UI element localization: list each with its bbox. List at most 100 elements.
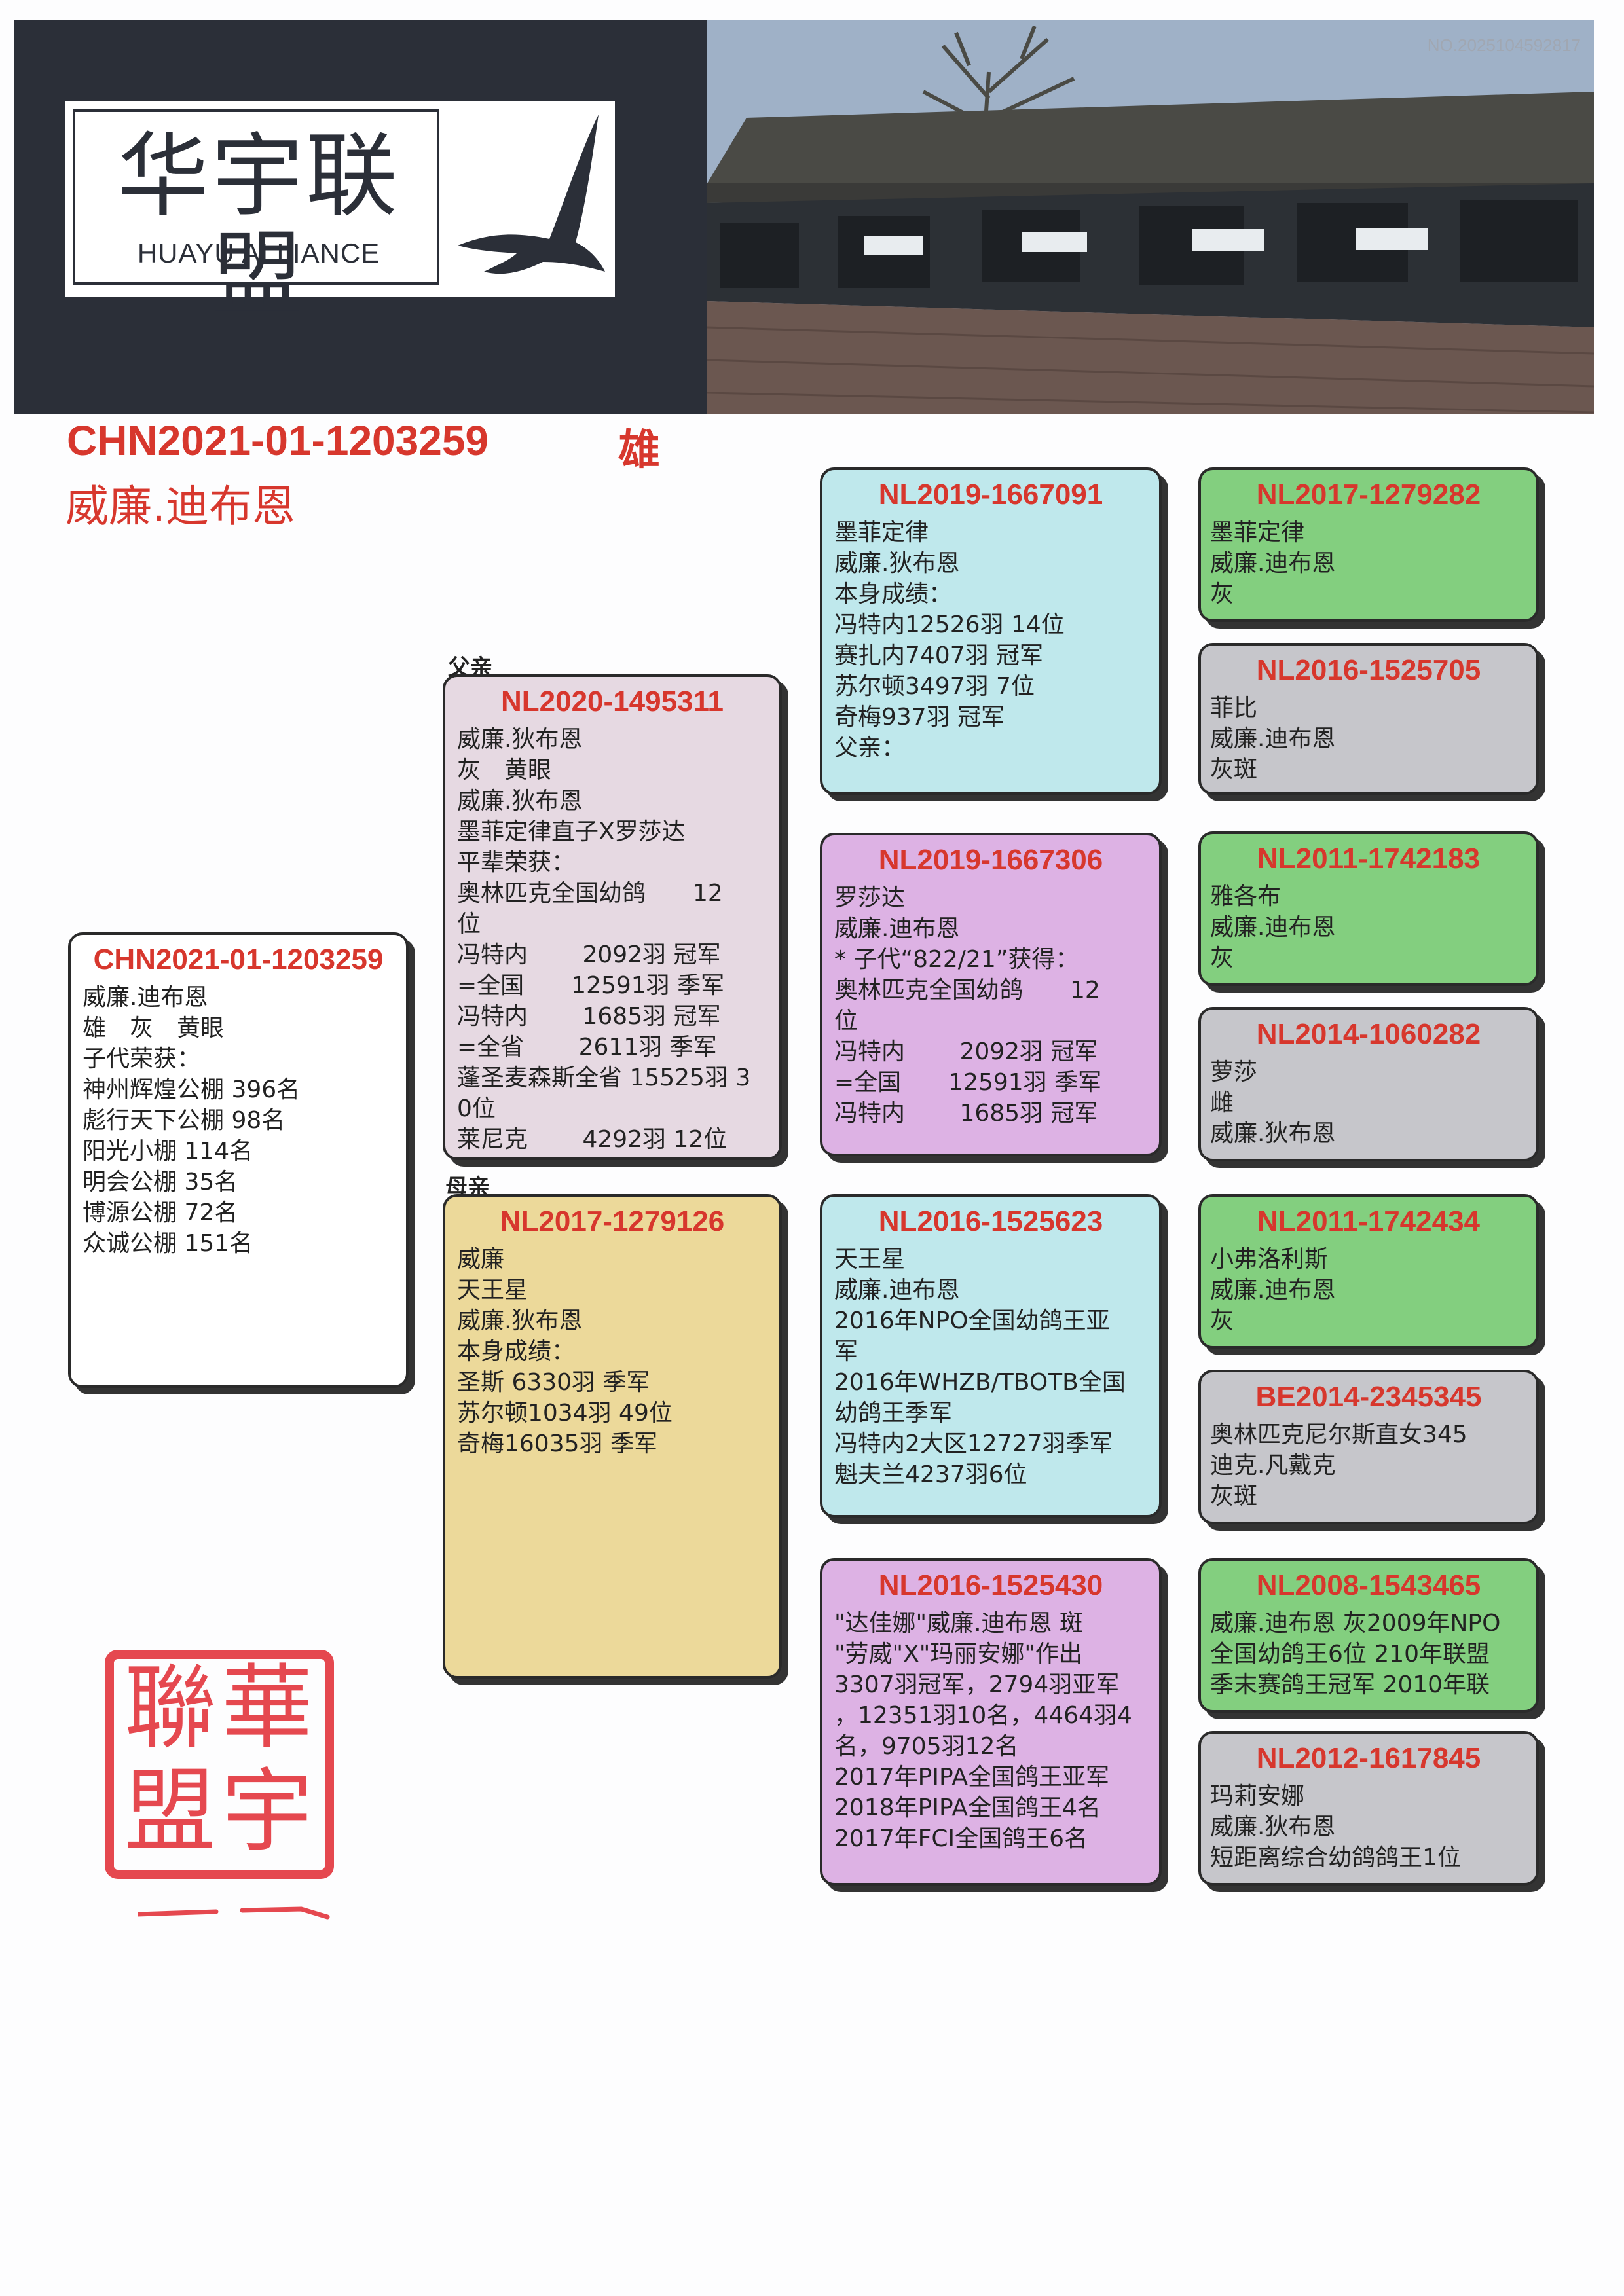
card-line: 圣斯 6330羽 季军: [457, 1369, 650, 1396]
card-details: 菲比威廉.迪布恩灰斑: [1201, 687, 1536, 785]
signature-mark: [138, 1906, 330, 1920]
card-sire[interactable]: NL2020-1495311 威廉.狄布恩灰 黄眼威廉.狄布恩墨菲定律直子X罗莎…: [443, 674, 782, 1160]
card-line: 威廉.迪布恩: [83, 984, 208, 1011]
loft-photo: [707, 20, 1594, 414]
subject-name: 威廉.迪布恩: [65, 481, 295, 532]
card-ring-number: NL2016-1525430: [878, 1569, 1103, 1601]
card-line: 威廉.迪布恩: [1210, 1277, 1336, 1303]
card-sire-dam[interactable]: NL2019-1667306 罗莎达威廉.迪布恩* 子代“822/21”获得：奥…: [820, 833, 1162, 1156]
card-line: 2016年WHZB/TBOTB全国: [834, 1369, 1126, 1396]
card-details: 威廉.迪布恩雄 灰 黄眼子代荣获：神州辉煌公棚 396名彪行天下公棚 98名阳光…: [71, 977, 406, 1259]
card-line: 苏尔顿1034羽 49位: [457, 1400, 673, 1427]
card-line: 短距离综合幼鸽鸽王1位: [1210, 1844, 1461, 1871]
card-ring-number: NL2011-1742183: [1257, 843, 1481, 875]
document-number: NO.2025104592817: [1427, 35, 1581, 55]
card-line: 菲比: [1210, 695, 1258, 721]
card-sdd[interactable]: NL2014-1060282 萝莎雌威廉.狄布恩: [1198, 1007, 1539, 1161]
card-line: 灰: [1210, 945, 1234, 972]
card-line: 奥林匹克全国幼鸽 12: [834, 977, 1100, 1004]
card-line: 天王星: [834, 1246, 906, 1273]
card-ring-number: NL2019-1667306: [878, 844, 1103, 876]
card-details: 天王星威廉.迪布恩 2016年NPO全国幼鸽王亚军 2016年WHZB/TBOTB全…: [822, 1239, 1159, 1490]
card-line: 子代荣获：: [83, 1046, 201, 1072]
card-line: 苏尔顿3497羽 7位: [834, 673, 1035, 700]
card-ssd[interactable]: NL2016-1525705 菲比威廉.迪布恩灰斑: [1198, 643, 1539, 795]
logo: 华宇联盟 HUAYU ALLIANCE: [63, 100, 617, 324]
red-seal-stamp: 華 宇 聯 盟: [105, 1650, 341, 1886]
card-dam-sire[interactable]: NL2016-1525623 天王星威廉.迪布恩 2016年NPO全国幼鸽王亚军 2…: [820, 1194, 1162, 1518]
card-dam-dam[interactable]: NL2016-1525430 "达佳娜"威廉.迪布恩 斑"劳威"X"玛丽安娜"作…: [820, 1558, 1162, 1886]
card-line: 威廉: [457, 1246, 505, 1273]
card-details: 墨菲定律威廉.迪布恩灰: [1201, 512, 1536, 610]
card-line: 神州辉煌公棚 396名: [83, 1076, 301, 1103]
card-sss[interactable]: NL2017-1279282 墨菲定律威廉.迪布恩灰: [1198, 467, 1539, 622]
card-ddd[interactable]: NL2012-1617845 玛莉安娜威廉.狄布恩短距离综合幼鸽鸽王1位: [1198, 1731, 1539, 1886]
subject-sex: 雄: [618, 426, 660, 475]
card-line: 威廉.迪布恩 灰2009年NPO: [1210, 1610, 1501, 1637]
card-line: 2018年PIPA全国鸽王4名: [834, 1795, 1101, 1821]
subject-ring-number: CHN2021-01-1203259: [67, 417, 489, 464]
card-dss[interactable]: NL2011-1742434 小弗洛利斯威廉.迪布恩灰: [1198, 1194, 1539, 1349]
card-line: 莱尼克 4292羽 12位: [457, 1126, 728, 1153]
card-line: 墨菲定律: [1210, 519, 1305, 546]
card-details: 墨菲定律威廉.狄布恩本身成绩：冯特内12526羽 14位赛扎内7407羽 冠军苏…: [822, 512, 1159, 763]
card-line: 迪克.凡戴克: [1210, 1452, 1336, 1479]
card-line: 平辈荣获：: [457, 849, 576, 876]
card-line: 明会公棚 35名: [83, 1169, 238, 1195]
card-line: 威廉.狄布恩: [1210, 1120, 1336, 1147]
seal-char: 盟: [124, 1758, 217, 1865]
card-line: 彪行天下公棚 98名: [83, 1107, 286, 1134]
card-line: 灰斑: [1210, 756, 1258, 783]
card-line: 幼鸽王季军: [834, 1400, 953, 1427]
card-line: 威廉.迪布恩: [834, 1277, 960, 1303]
card-line: 本身成绩：: [834, 581, 953, 608]
card-dam[interactable]: NL2017-1279126 威廉天王星威廉.狄布恩本身成绩：圣斯 6330羽 …: [443, 1194, 782, 1679]
card-line: 名，9705羽12名: [834, 1733, 1019, 1760]
card-line: 天王星: [457, 1277, 528, 1303]
card-line: 威廉.狄布恩: [457, 788, 583, 814]
card-ring-number: NL2017-1279282: [1256, 479, 1481, 511]
card-line: 威廉.迪布恩: [834, 915, 960, 942]
card-line: 蓬圣麦森斯全省 15525羽 3: [457, 1065, 751, 1091]
logo-frame: 华宇联盟 HUAYU ALLIANCE: [73, 109, 439, 324]
card-line: 0位: [457, 1095, 496, 1122]
card-line: 冯特内 2092羽 冠军: [834, 1038, 1098, 1065]
card-line: =全国 12591羽 季军: [457, 972, 725, 999]
bird-icon: [458, 115, 605, 274]
card-details: 雅各布威廉.迪布恩灰: [1201, 876, 1536, 974]
card-line: 2016年NPO全国幼鸽王亚: [834, 1307, 1110, 1334]
card-ring-number: NL2016-1525705: [1256, 654, 1481, 686]
card-line: "劳威"X"玛丽安娜"作出: [834, 1641, 1082, 1667]
card-line: 阳光小棚 114名: [83, 1138, 253, 1165]
card-line: 冯特内 2092羽 冠军: [457, 941, 721, 968]
logo-chinese: 华宇联盟: [117, 123, 400, 328]
card-line: 威廉.迪布恩: [1210, 550, 1336, 577]
card-ring-number: NL2014-1060282: [1256, 1018, 1481, 1050]
card-line: ，12351羽10名，4464羽4: [834, 1702, 1132, 1729]
card-line: 奥林匹克全国幼鸽 12: [457, 880, 723, 907]
card-ring-number: NL2012-1617845: [1256, 1742, 1481, 1774]
card-line: 玛莉安娜: [1210, 1783, 1305, 1810]
card-line: 墨菲定律直子X罗莎达: [457, 818, 686, 845]
card-line: 墨菲定律: [834, 519, 929, 546]
seal-border: [105, 1650, 334, 1879]
card-line: 3307羽冠军，2794羽亚军: [834, 1671, 1120, 1698]
card-line: 雌: [1210, 1089, 1234, 1116]
card-line: 位: [834, 1008, 858, 1034]
card-ring-number: NL2020-1495311: [500, 685, 724, 718]
card-ring-number: NL2016-1525623: [878, 1205, 1103, 1237]
card-line: 灰 黄眼: [457, 757, 552, 784]
card-sds[interactable]: NL2011-1742183 雅各布威廉.迪布恩灰: [1198, 831, 1539, 986]
card-line: * 子代“822/21”获得：: [834, 946, 1079, 973]
card-sire-sire[interactable]: NL2019-1667091 墨菲定律威廉.狄布恩本身成绩：冯特内12526羽 …: [820, 467, 1162, 795]
card-line: 军: [834, 1338, 858, 1365]
card-line: 2017年PIPA全国鸽王亚军: [834, 1764, 1109, 1791]
card-self[interactable]: CHN2021-01-1203259 威廉.迪布恩雄 灰 黄眼子代荣获：神州辉煌…: [68, 932, 409, 1388]
card-line: =全省 2611羽 季军: [457, 1034, 717, 1061]
header-banner: 华宇联盟 HUAYU ALLIANCE NO.2025104592817: [14, 20, 1594, 414]
